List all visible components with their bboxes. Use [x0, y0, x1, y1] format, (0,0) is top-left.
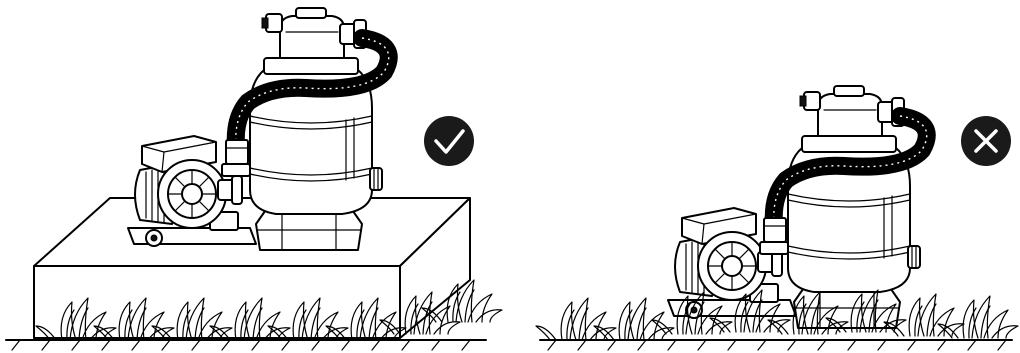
ground-line [5, 339, 487, 351]
left-panel [5, 8, 503, 351]
cross-icon [961, 116, 1011, 166]
raised-platform [33, 197, 471, 339]
ground-line [539, 339, 1013, 351]
right-panel [535, 86, 1019, 351]
sand-filter-tank [760, 86, 927, 328]
checkmark-icon [424, 116, 474, 166]
